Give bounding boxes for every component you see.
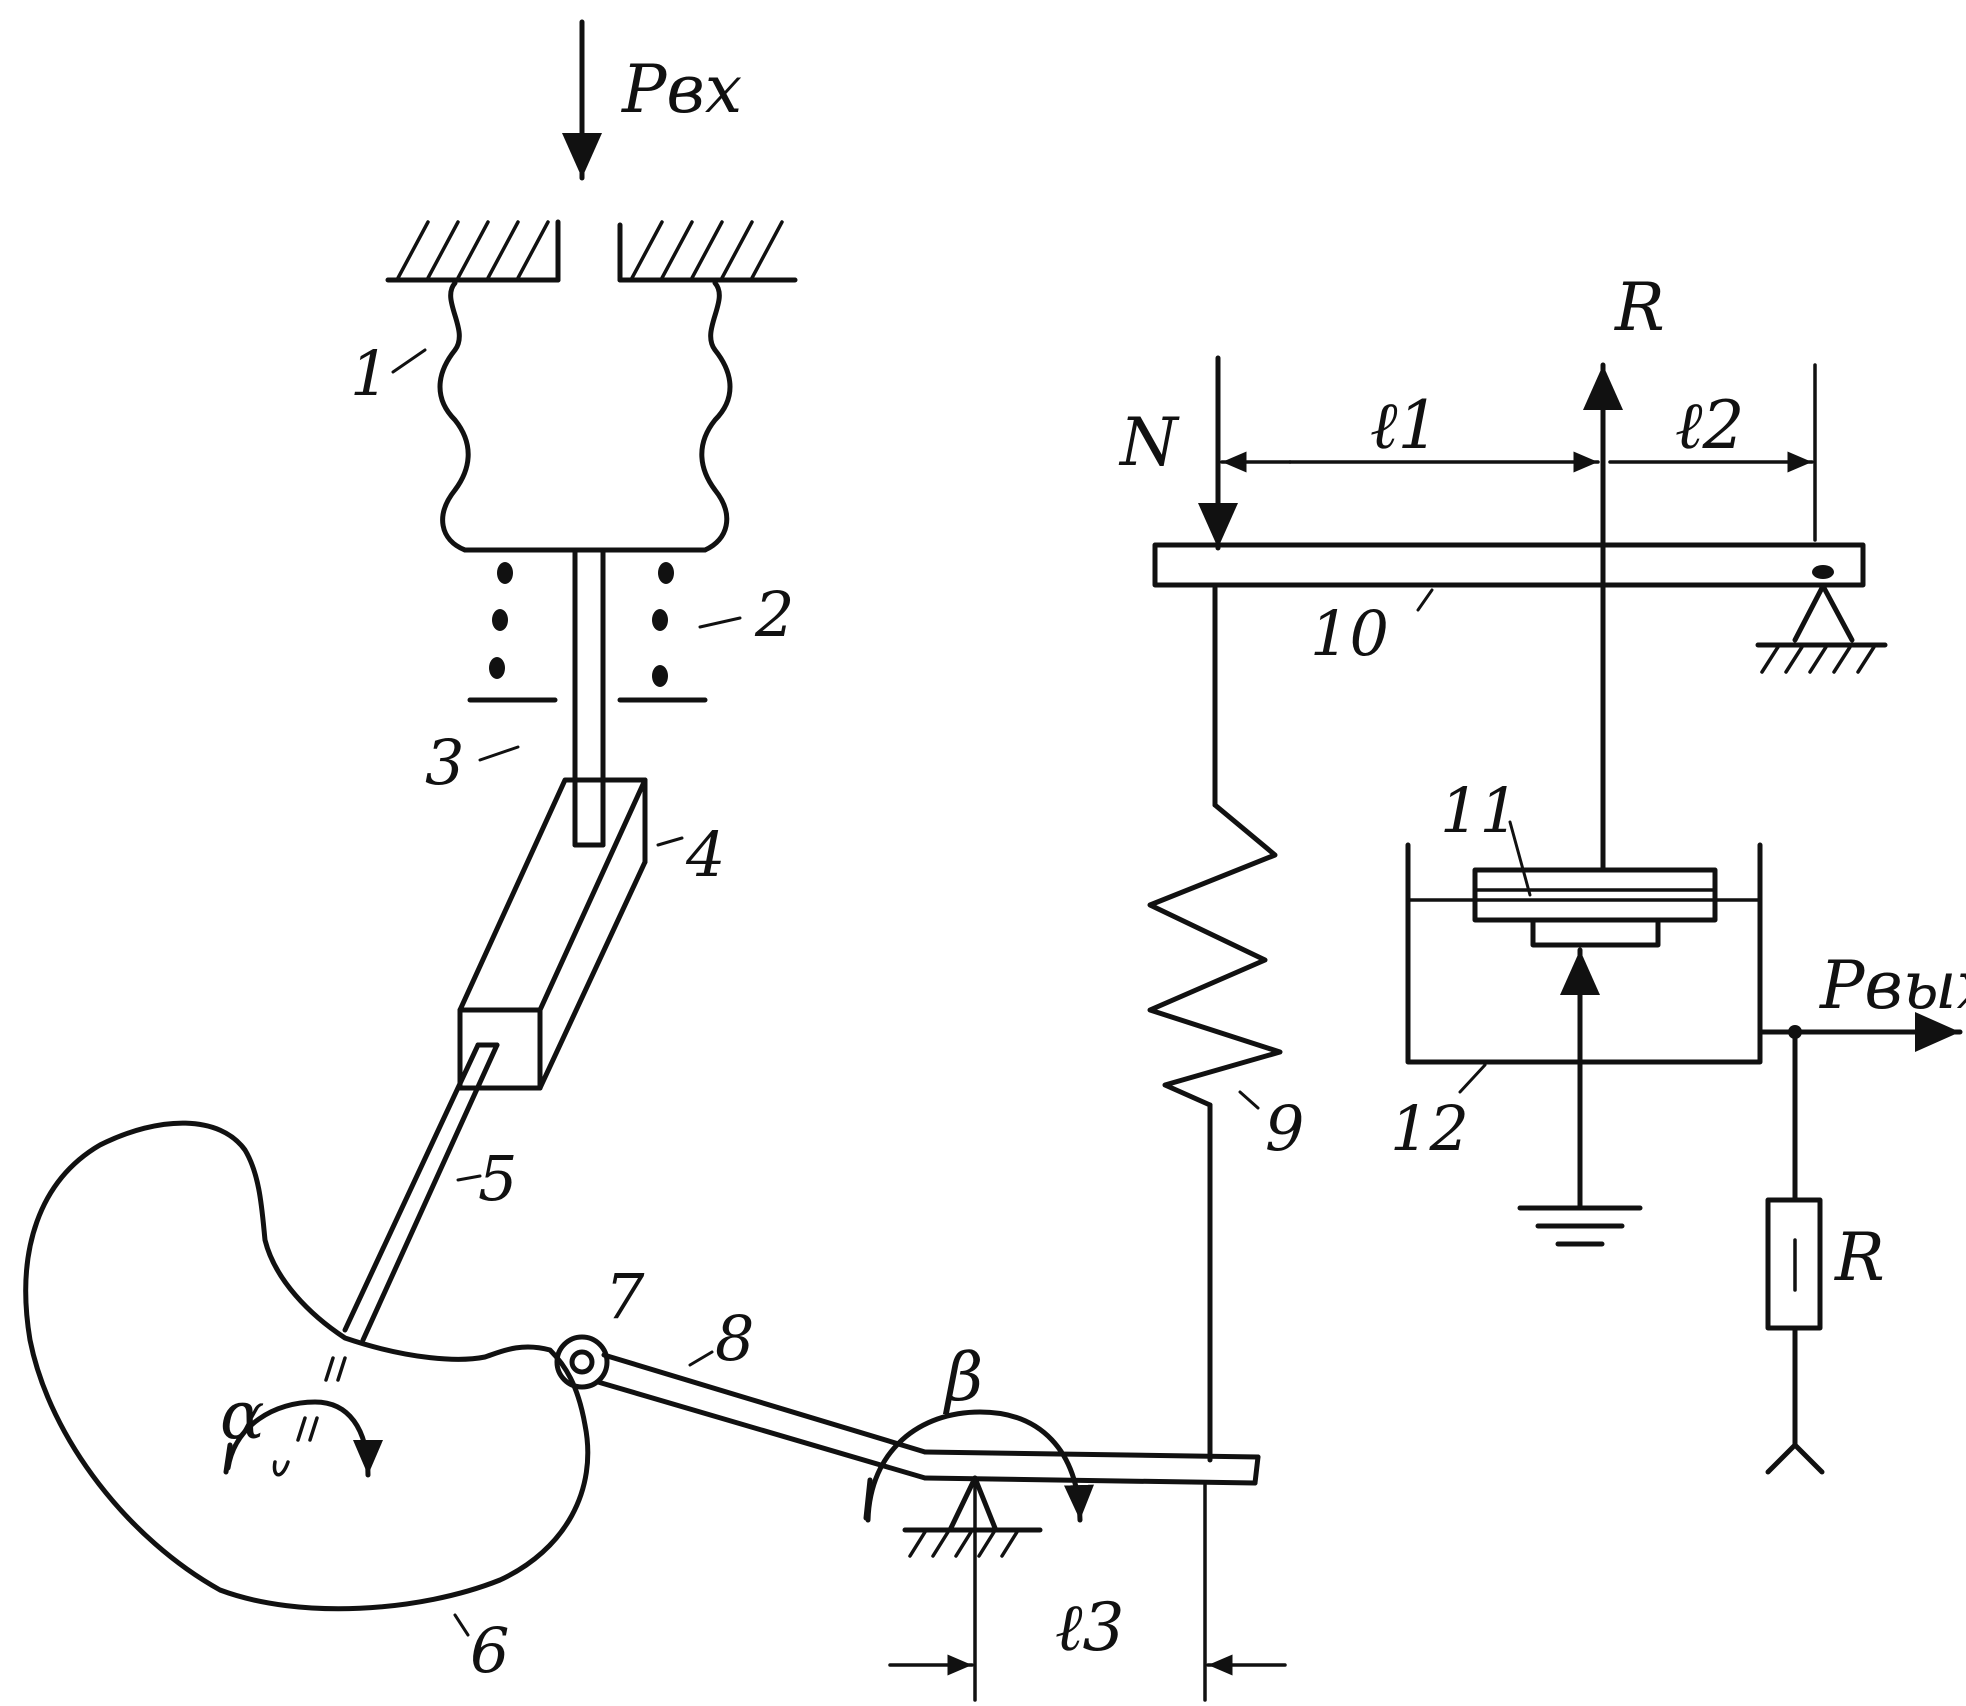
part-label-7: 7	[605, 1260, 645, 1333]
lever-pivot-support	[902, 1475, 1043, 1558]
dimension-l3-label: ℓ3	[1055, 1589, 1124, 1666]
dimension-l1-label: ℓ1	[1370, 387, 1439, 464]
element-11	[1472, 867, 1718, 948]
lever-10	[1152, 542, 1866, 588]
output-pressure-label: Pвых	[1819, 947, 1966, 1024]
dimension-l3	[888, 1478, 1287, 1702]
angle-alpha-label: α	[220, 1377, 265, 1454]
part-label-5: 5	[478, 1142, 517, 1215]
part-label-10: 10	[1310, 597, 1389, 670]
ground-symbol	[1517, 947, 1643, 1247]
force-n-label: N	[1118, 404, 1180, 481]
angle-beta-label: β	[942, 1339, 983, 1416]
bellows	[437, 280, 733, 553]
force-r-label: R	[1614, 269, 1665, 346]
part-label-4: 4	[685, 818, 725, 891]
lever-10-pivot	[1755, 583, 1888, 674]
part-label-8: 8	[715, 1302, 754, 1375]
dimension-l1-l2	[1220, 363, 1817, 542]
part-label-11: 11	[1440, 774, 1519, 847]
roller-7	[554, 1334, 610, 1390]
fixed-ceiling-support	[385, 219, 798, 283]
spring-2-dots	[489, 562, 674, 687]
bellows-rod	[572, 549, 606, 848]
part-label-12: 12	[1390, 1092, 1469, 1165]
resistor-label: R	[1834, 1219, 1885, 1296]
lever-8	[595, 1352, 1261, 1486]
spring-9	[1147, 585, 1283, 1463]
guide-block-4	[457, 777, 648, 1091]
part-label-9: 9	[1265, 1092, 1304, 1165]
cam-6	[23, 1120, 591, 1612]
vessel-12	[1405, 842, 1763, 1065]
cam-rotation-alpha	[223, 1356, 383, 1478]
output-pressure-line	[1757, 1012, 1963, 1052]
resistor	[1765, 1029, 1825, 1475]
dimension-l2-label: ℓ2	[1675, 387, 1744, 464]
input-pressure-label: Pвх	[621, 51, 742, 128]
part-label-3: 3	[425, 726, 464, 799]
pusher-rod-5	[342, 1042, 500, 1343]
part-label-6: 6	[470, 1614, 509, 1687]
part-label-2: 2	[754, 578, 794, 651]
lever-rotation-beta	[863, 1409, 1094, 1523]
part-label-1: 1	[350, 337, 389, 410]
